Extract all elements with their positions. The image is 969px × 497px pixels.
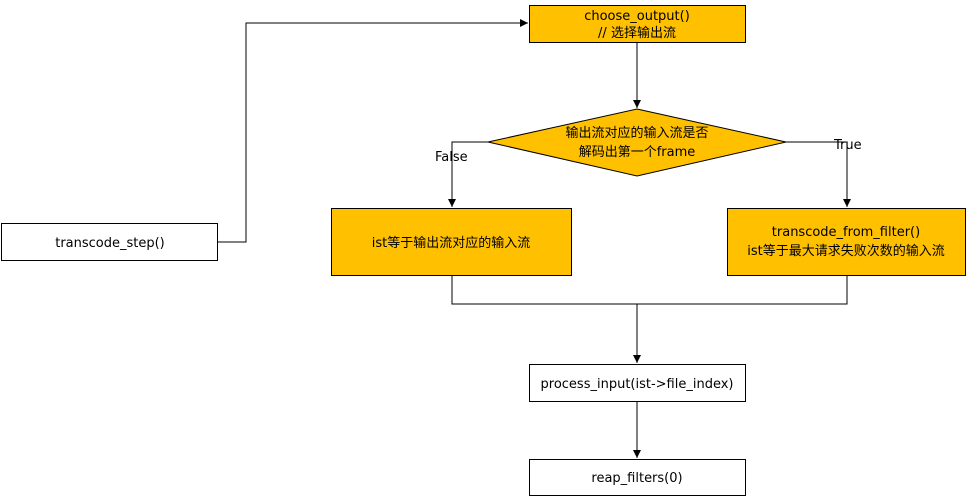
true-branch-box (727, 208, 966, 276)
transcode-step-box (1, 223, 218, 261)
reap-filters-label: reap_filters(0) (591, 471, 682, 486)
reap-filters-box (529, 459, 746, 496)
false-branch-label: ist等于输出流对应的输入流 (372, 235, 530, 251)
decision-diamond (487, 108, 787, 177)
true-branch-line2: ist等于最大请求失败次数的输入流 (747, 243, 944, 259)
choose-output-box (529, 5, 746, 43)
process-input-box (529, 364, 746, 402)
transcode-step-label: transcode_step() (55, 236, 165, 251)
edge-decision-false (448, 141, 488, 207)
false-branch-box (331, 208, 572, 276)
true-label: True (833, 138, 862, 153)
process-input-label: process_input(ist->file_index) (541, 377, 734, 392)
edge-decision-true (786, 141, 851, 207)
decision-line1: 输出流对应的输入流是否 (565, 125, 708, 141)
choose-output-line2: // 选择输出流 (598, 25, 676, 41)
edge-merge (451, 275, 848, 305)
edge-step-to-choose (217, 19, 528, 243)
decision-line2: 解码出第一个frame (579, 145, 696, 160)
true-branch-line1: transcode_from_filter() (772, 225, 920, 240)
choose-output-line1: choose_output() (584, 9, 690, 24)
false-label: False (435, 150, 468, 165)
